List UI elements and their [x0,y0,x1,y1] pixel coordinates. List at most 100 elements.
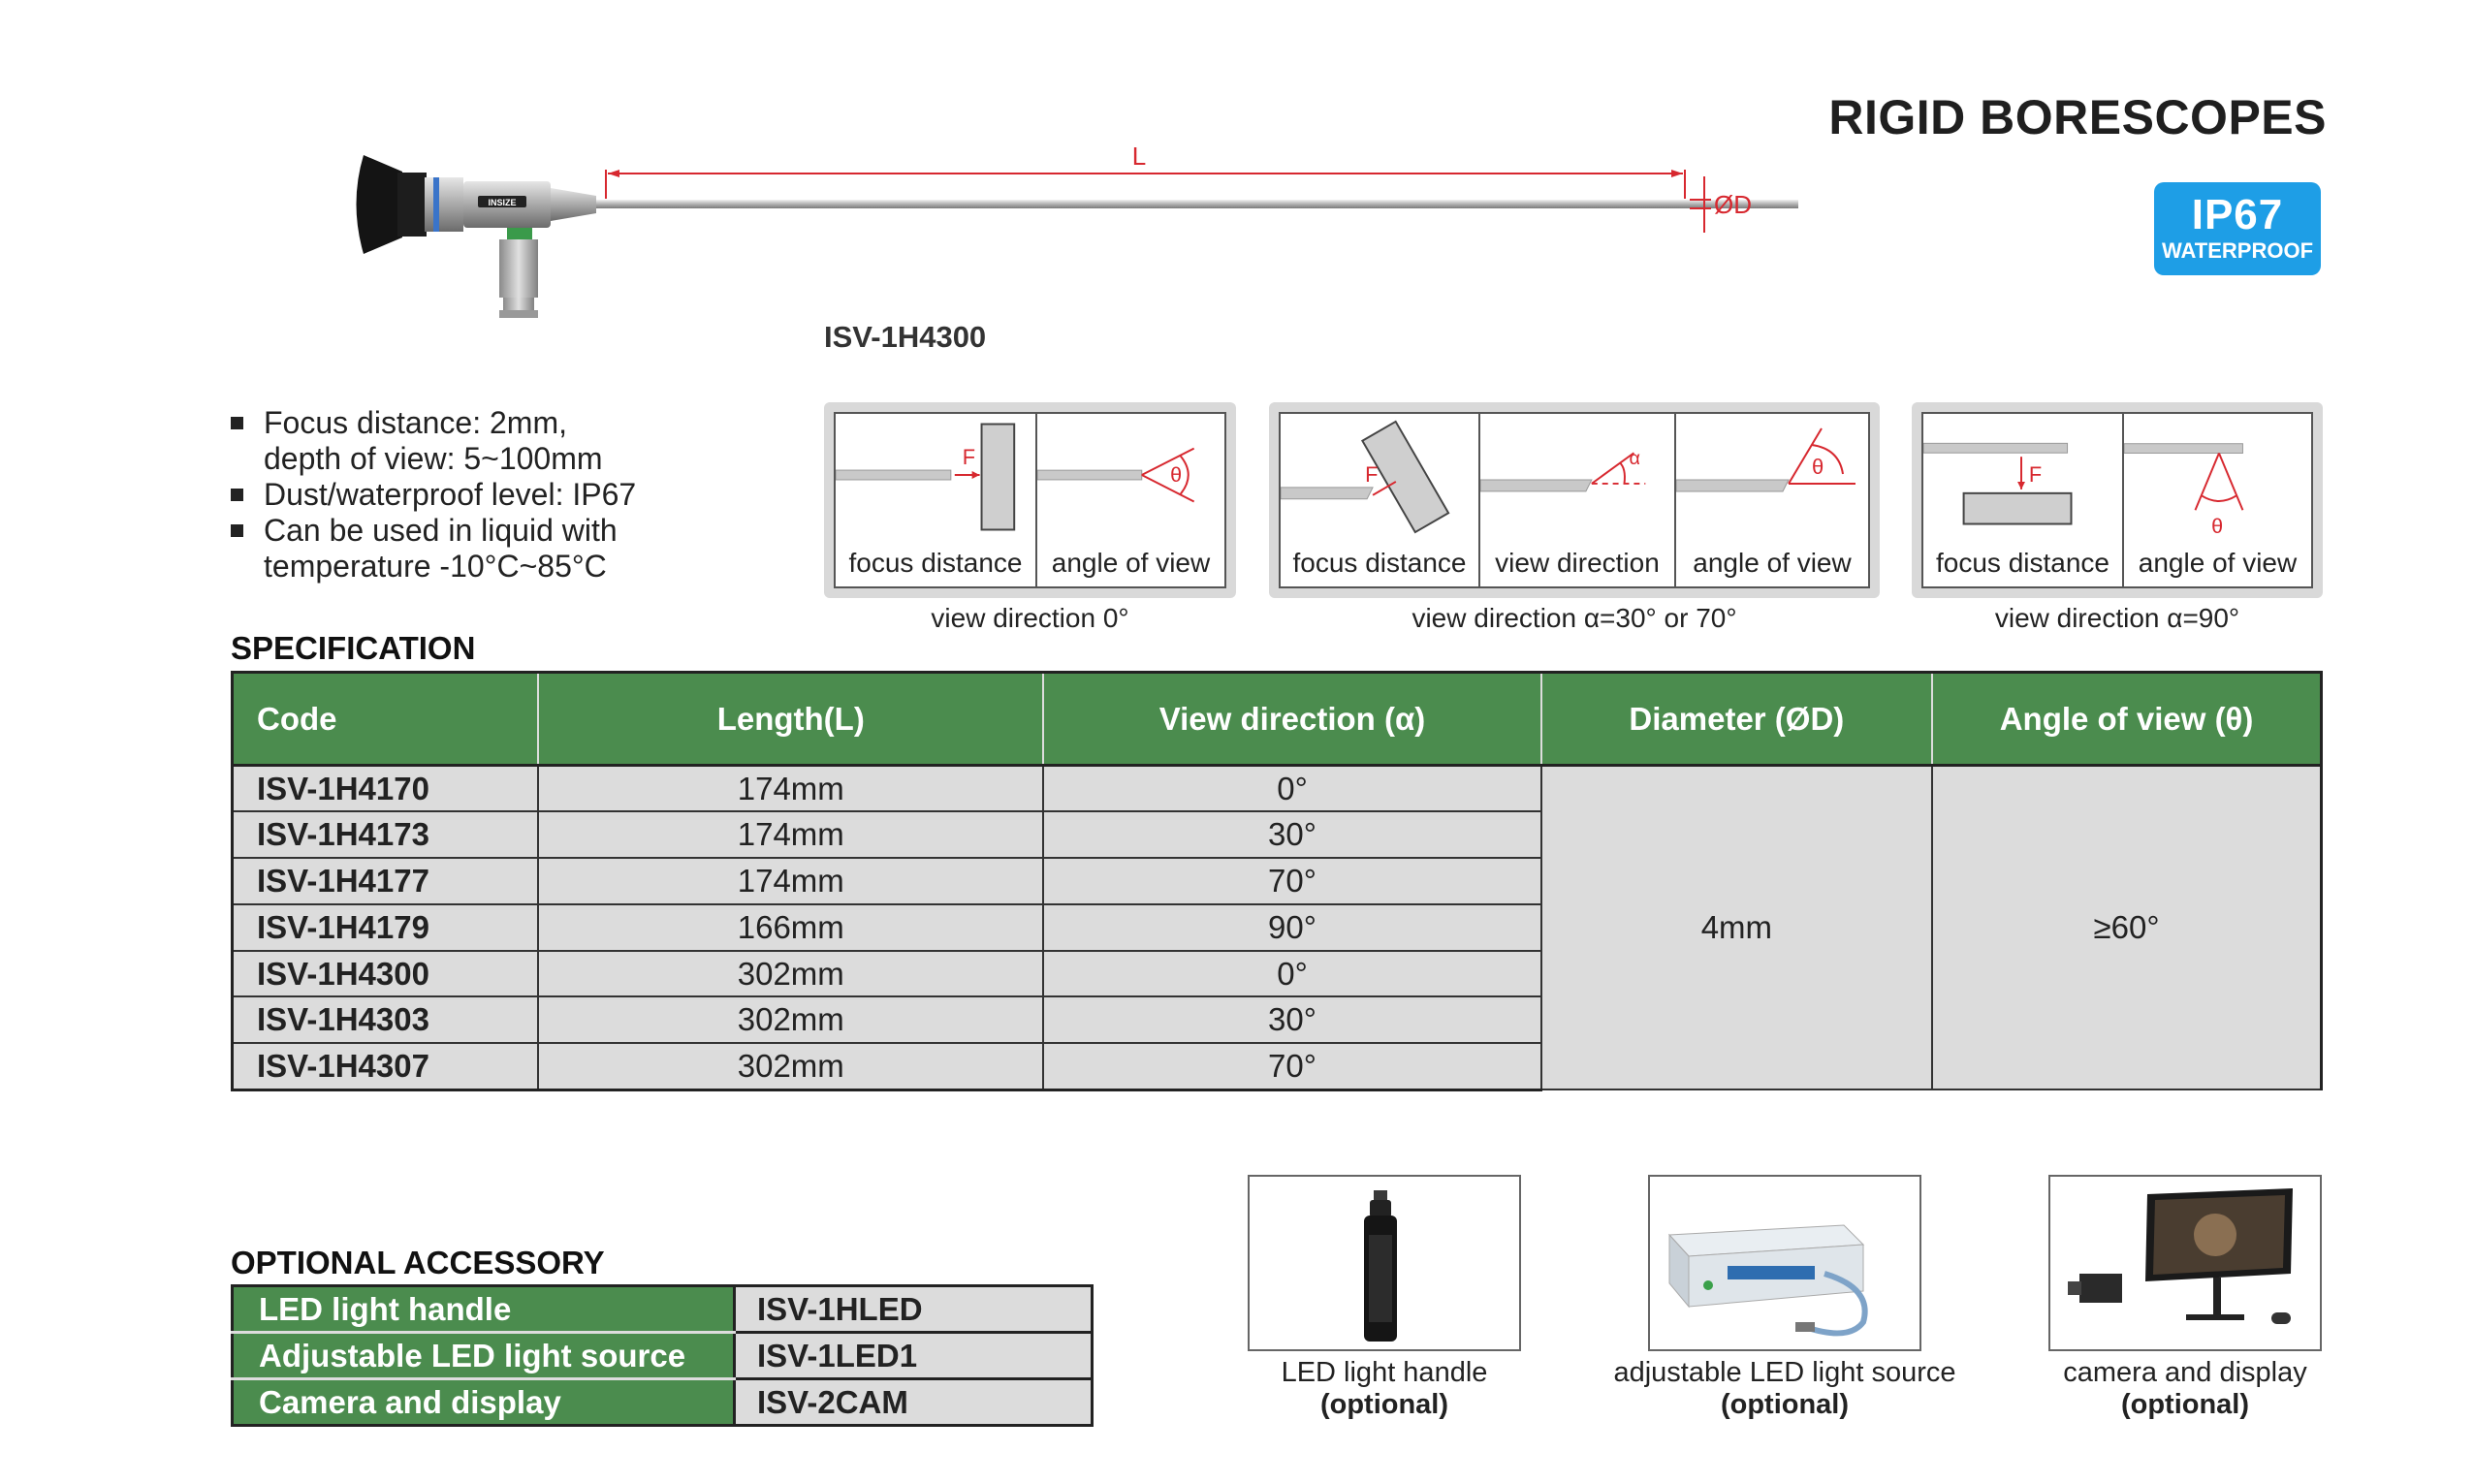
diagram-cell-label: focus distance [1936,548,2109,578]
table-row: Camera and display ISV-2CAM [231,1377,1094,1427]
accessory-caption-title: LED light handle [1281,1357,1488,1388]
cell-code: ISV-1H4300 [231,949,540,998]
accessory-name: Adjustable LED light source [231,1331,736,1380]
accessory-caption-note: (optional) [1720,1389,1850,1420]
diagram-cell-label: focus distance [848,548,1023,578]
angle-symbol: θ [2211,514,2223,538]
cell-length: 174mm [537,764,1045,813]
camera-display-image [2048,1175,2322,1351]
focus-symbol: F [963,445,975,469]
diagram-caption: view direction α=90° [1994,603,2240,633]
table-row: LED light handle ISV-1HLED [231,1284,1094,1334]
badge-sub-text: WATERPROOF [2161,238,2314,263]
cell-length: 302mm [537,949,1045,998]
diagram-cell-label: angle of view [1693,548,1852,578]
cell-view-direction: 30° [1042,995,1542,1045]
cell-code: ISV-1H4307 [231,1042,540,1091]
led-light-source-image [1648,1175,1921,1351]
cell-view-direction: 0° [1042,764,1542,813]
table-row: ISV-1H4303 302mm 30° [231,995,2322,1045]
cell-length: 166mm [537,902,1045,952]
cell-view-direction: 0° [1042,949,1542,998]
diagram-cell-focus-distance: F focus distance [1281,414,1480,586]
diagram-caption: view direction α=30° or 70° [1411,603,1737,633]
page-title: RIGID BORESCOPES [1828,90,2327,144]
table-row: ISV-1H4300 302mm 0° [231,949,2322,998]
feature-list: Focus distance: 2mm, depth of view: 5~10… [229,405,772,584]
feature-item-continued: depth of view: 5~100mm [264,441,603,476]
diagram-cell-focus-distance: F focus distance [836,414,1037,586]
focus-symbol: F [2029,462,2042,487]
feature-item: Dust/waterproof level: IP67 [229,477,772,513]
column-header-view-direction: View direction (α) [1042,671,1542,767]
accessory-caption-note: (optional) [2120,1389,2250,1420]
cell-code: ISV-1H4179 [231,902,540,952]
accessory-code: ISV-1LED1 [733,1331,1094,1380]
accessory-code: ISV-1HLED [733,1284,1094,1334]
cell-length: 302mm [537,995,1045,1045]
feature-item: Focus distance: 2mm, [229,405,772,441]
column-header-diameter: Diameter (ØD) [1539,671,1934,767]
column-header-angle-of-view: Angle of view (θ) [1931,671,2324,767]
cell-view-direction: 90° [1042,902,1542,952]
angle-symbol: θ [1812,455,1824,479]
product-model-label: ISV-1H4300 [824,320,987,354]
cell-code: ISV-1H4170 [231,764,540,813]
diagram-cell-label: angle of view [2138,548,2298,578]
accessory-name: Camera and display [231,1377,736,1427]
specification-heading: SPECIFICATION [231,630,476,666]
led-light-handle-image [1248,1175,1521,1351]
cell-angle-of-view: ≥60° [1931,764,2324,1091]
table-row: ISV-1H4170 174mm 0° 4mm ≥60° [231,764,2324,1091]
cell-length: 174mm [537,857,1045,905]
ip67-badge: IP67 WATERPROOF [2154,182,2321,275]
feature-item: Can be used in liquid with [229,513,772,549]
diagram-cell-label: view direction [1495,548,1660,578]
column-header-code: Code [231,671,540,767]
diagram-cell-angle-of-view: θ angle of view [2124,414,2311,586]
diagram-cell-focus-distance: F focus distance [1923,414,2124,586]
diagram-panel-0deg: F focus distance θ angle of view [824,402,1236,598]
accessory-caption: adjustable LED light source (optional) [1591,1357,1979,1421]
cell-code: ISV-1H4303 [231,995,540,1045]
optional-accessory-heading: OPTIONAL ACCESSORY [231,1245,605,1280]
diagram-cell-label: focus distance [1292,548,1467,578]
alpha-symbol: α [1629,448,1639,469]
cell-code: ISV-1H4177 [231,857,540,905]
focus-symbol: F [1365,462,1378,487]
brand-mark: INSIZE [488,198,516,207]
accessory-table: LED light handle ISV-1HLED Adjustable LE… [231,1284,1094,1427]
cell-view-direction: 70° [1042,857,1542,905]
accessory-caption-note: (optional) [1319,1389,1449,1420]
accessory-caption: LED light handle (optional) [1190,1357,1578,1421]
diagram-cell-angle-of-view: θ angle of view [1676,414,1868,586]
dim-length-label: L [1132,145,1146,171]
dim-diameter-label: ØD [1714,190,1752,219]
table-row: Adjustable LED light source ISV-1LED1 [231,1331,1094,1380]
accessory-caption-title: camera and display [2063,1357,2307,1388]
column-header-length: Length(L) [537,671,1045,767]
cell-length: 174mm [537,810,1045,860]
table-row: ISV-1H4307 302mm 70° [231,1042,2322,1091]
cell-view-direction: 70° [1042,1042,1542,1091]
table-row: ISV-1H4173 174mm 30° [231,810,2322,860]
table-row: ISV-1H4179 166mm 90° [231,902,2322,952]
accessory-caption-title: adjustable LED light source [1613,1357,1956,1388]
cell-code: ISV-1H4173 [231,810,540,860]
cell-diameter: 4mm [1539,764,1934,1091]
accessory-name: LED light handle [231,1284,736,1334]
diagram-cell-label: angle of view [1051,548,1211,578]
diagram-cell-view-direction: α view direction [1480,414,1676,586]
accessory-code: ISV-2CAM [733,1377,1094,1427]
feature-item-continued: temperature -10°C~85°C [264,549,607,584]
diagram-panel-angled: F focus distance α view direction θ ang [1269,402,1880,598]
cell-length: 302mm [537,1042,1045,1091]
cell-view-direction: 30° [1042,810,1542,860]
angle-symbol: θ [1170,462,1182,487]
diagram-cell-angle-of-view: θ angle of view [1037,414,1224,586]
table-header-row: Code Length(L) View direction (α) Diamet… [231,671,2324,767]
badge-main-text: IP67 [2191,191,2284,238]
table-row: ISV-1H4177 174mm 70° [231,857,2322,905]
diagram-caption: view direction 0° [931,603,1129,633]
accessory-caption: camera and display (optional) [1991,1357,2379,1421]
